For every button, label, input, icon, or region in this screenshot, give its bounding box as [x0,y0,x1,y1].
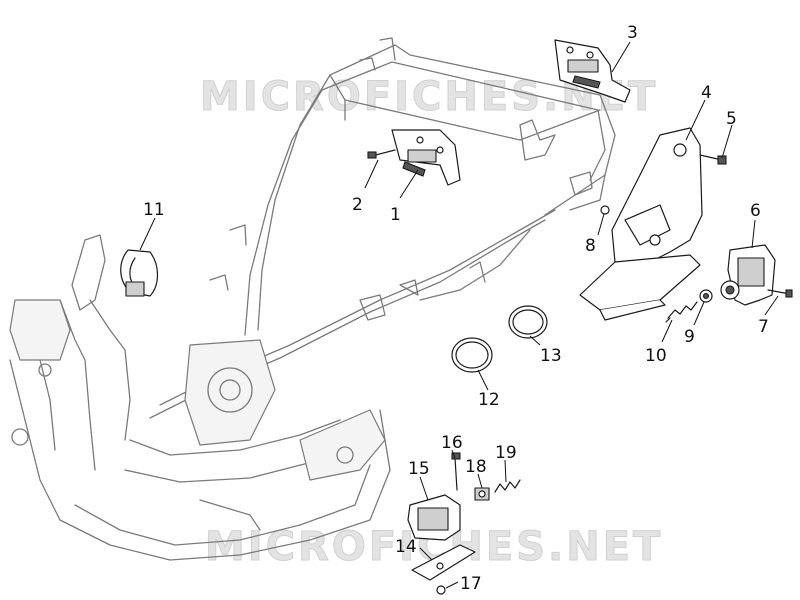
part-15-solenoid [407,494,461,541]
leader-6 [751,219,756,249]
part-10-spring [665,301,698,323]
leader-5 [721,124,733,159]
callout-11: 11 [143,200,165,220]
callout-14: 14 [395,537,417,557]
part-12-ring-clamp [451,337,493,373]
leader-3 [611,41,631,73]
callout-18: 18 [465,457,487,477]
part-9-grommet [699,289,713,303]
leader-13 [529,335,541,346]
callout-5: 5 [726,109,737,129]
callout-15: 15 [408,459,430,479]
part-7-bolt [767,289,793,298]
part-19-spring [494,479,521,493]
part-17-nut [436,585,446,595]
callout-1: 1 [390,205,401,225]
callout-17: 17 [460,574,482,594]
leader-12 [477,369,489,391]
leader-1 [399,169,419,199]
part-2-screw [367,149,396,159]
part-3-hinge [554,39,631,103]
leader-8 [597,213,605,236]
part-13-ring-clamp [508,305,548,339]
callout-9: 9 [684,327,695,347]
part-11-clamp-bracket [120,249,159,297]
leader-15 [419,476,429,501]
part-18-sleeve [474,487,490,501]
callout-10: 10 [645,346,667,366]
part-8-nut [600,205,610,215]
callout-16: 16 [441,433,463,453]
scooter-frame [9,37,616,561]
part-5-screw [699,154,727,165]
leader-16 [451,449,456,459]
part-4-bracket-cover [579,127,703,321]
part-6-lock-actuator [720,244,776,306]
callout-labels: 1 2 3 4 5 6 7 8 9 10 11 12 13 14 15 16 1… [143,23,769,594]
leader-11 [139,217,156,251]
callout-12: 12 [478,390,500,410]
leader-10 [661,319,673,343]
callout-7: 7 [758,317,769,337]
leader-17 [445,581,459,589]
part-14-plate [411,544,476,581]
callout-4: 4 [701,83,712,103]
leader-9 [693,301,705,326]
callout-13: 13 [540,346,562,366]
callout-3: 3 [627,23,638,43]
leader-19 [504,459,507,483]
leader-18 [477,473,483,489]
leader-14 [419,547,433,561]
leader-lines [139,41,779,589]
callout-6: 6 [750,201,761,221]
callout-8: 8 [585,236,596,256]
leader-4 [685,99,706,141]
part-1-hinge-bracket [391,129,461,186]
callout-19: 19 [495,443,517,463]
part-16-bolt [451,452,461,491]
callout-2: 2 [352,195,363,215]
leader-7 [764,295,779,316]
leader-2 [364,159,379,189]
